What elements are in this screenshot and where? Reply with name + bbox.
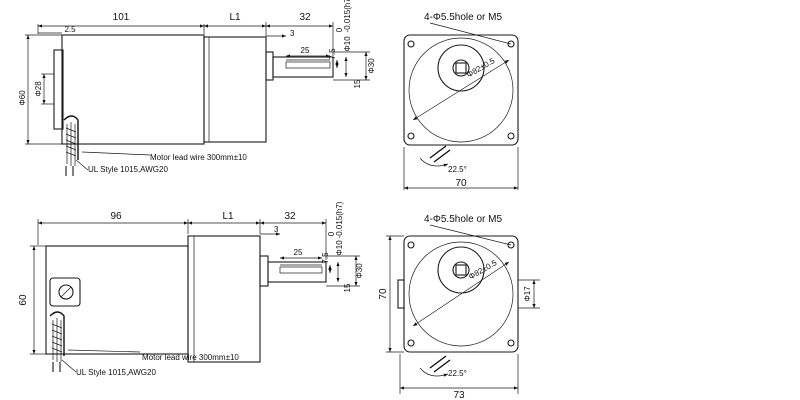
bottom-terminal-box <box>49 277 81 307</box>
top-boss <box>265 51 274 81</box>
mount-hole <box>407 241 415 249</box>
bottom-front-side-dia: Φ17 <box>523 286 532 302</box>
top-front-angle: 22.5° <box>448 165 467 174</box>
bottom-gearbox <box>187 235 261 363</box>
top-dim-15: 15 <box>353 79 362 88</box>
top-dim-l1: L1 <box>229 12 241 23</box>
top-dim-2-5: 2.5 <box>64 25 76 34</box>
bottom-lead-note: Motor lead wire 300mm±10 <box>142 353 239 362</box>
mount-hole <box>407 339 415 347</box>
mount-hole <box>507 132 515 140</box>
top-dim-101: 101 <box>113 12 130 23</box>
bottom-dim-25: 25 <box>294 248 303 257</box>
mount-hole <box>407 40 415 48</box>
bottom-dim-3: 3 <box>274 225 279 234</box>
top-dim-3: 3 <box>290 29 295 38</box>
bottom-dim-phi30: Φ30 <box>355 263 364 279</box>
top-lead-cable <box>63 115 79 176</box>
top-dim-phi10: Φ10 <box>343 36 352 52</box>
top-dim-phi60: Φ60 <box>18 90 27 106</box>
bottom-dim-15: 15 <box>343 283 352 292</box>
top-dim-phi30: Φ30 <box>367 58 376 74</box>
bottom-dim-phi10-tol: -0.015(h7) <box>335 201 344 238</box>
bottom-side-view: 96 L1 32 3 25 60 7.5 Φ10 0 -0.015(h7) Φ3… <box>18 201 364 377</box>
bottom-front-view: Φ82±0.5 4-Φ5.5hole or M5 Φ17 70 22.5° 73 <box>378 214 540 400</box>
bottom-ul-note: UL Style 1015,AWG20 <box>76 368 156 377</box>
top-dim-phi28: Φ28 <box>34 81 43 97</box>
mount-hole <box>507 241 515 249</box>
bottom-dim-32: 32 <box>284 211 296 222</box>
bottom-front-height: 70 <box>378 288 389 300</box>
bottom-front-hole-note: 4-Φ5.5hole or M5 <box>424 214 502 225</box>
bottom-front-pcd-circle <box>408 241 514 347</box>
bottom-motor-body <box>45 245 189 355</box>
top-dim-25: 25 <box>301 46 310 55</box>
bottom-dim-phi10-tol-upper: 0 <box>327 231 336 236</box>
top-front-pcd: Φ82±0.5 <box>465 56 497 79</box>
mount-hole <box>507 40 515 48</box>
top-dim-phi10-tol: -0.015(h7) <box>343 0 352 32</box>
bottom-lead-cable <box>49 311 65 372</box>
top-dim-7-5: 7.5 <box>328 48 337 60</box>
top-front-hole-note: 4-Φ5.5hole or M5 <box>424 12 502 23</box>
bottom-dim-l1: L1 <box>222 211 234 222</box>
top-dim-32: 32 <box>299 12 311 23</box>
top-dim-phi10-tol-upper: 0 <box>335 27 344 32</box>
top-ul-note: UL Style 1015,AWG20 <box>88 165 168 174</box>
top-gearbox <box>203 36 267 143</box>
bottom-shaft <box>267 261 327 283</box>
top-front-view: Φ82±0.5 4-Φ5.5hole or M5 22.5° 70 <box>403 12 519 190</box>
top-lead-note: Motor lead wire 300mm±10 <box>150 153 247 162</box>
top-side-view: 101 L1 32 3 25 2.5 Φ60 Φ28 7.5 Φ10 0 -0.… <box>18 0 376 176</box>
top-end-cap <box>53 49 64 130</box>
mount-hole <box>407 132 415 140</box>
mount-hole <box>507 339 515 347</box>
top-front-pcd-circle <box>408 37 514 143</box>
top-front-square <box>403 34 519 146</box>
top-motor-body <box>61 34 205 145</box>
bottom-dim-60: 60 <box>18 294 29 306</box>
top-front-width: 70 <box>455 178 467 189</box>
bottom-dim-96: 96 <box>110 211 122 222</box>
bottom-dim-7-5: 7.5 <box>321 252 330 264</box>
bottom-front-width: 73 <box>453 390 465 400</box>
bottom-boss <box>259 255 269 287</box>
bottom-dim-phi10: Φ10 <box>335 240 344 256</box>
bottom-front-angle: 22.5° <box>448 369 467 378</box>
